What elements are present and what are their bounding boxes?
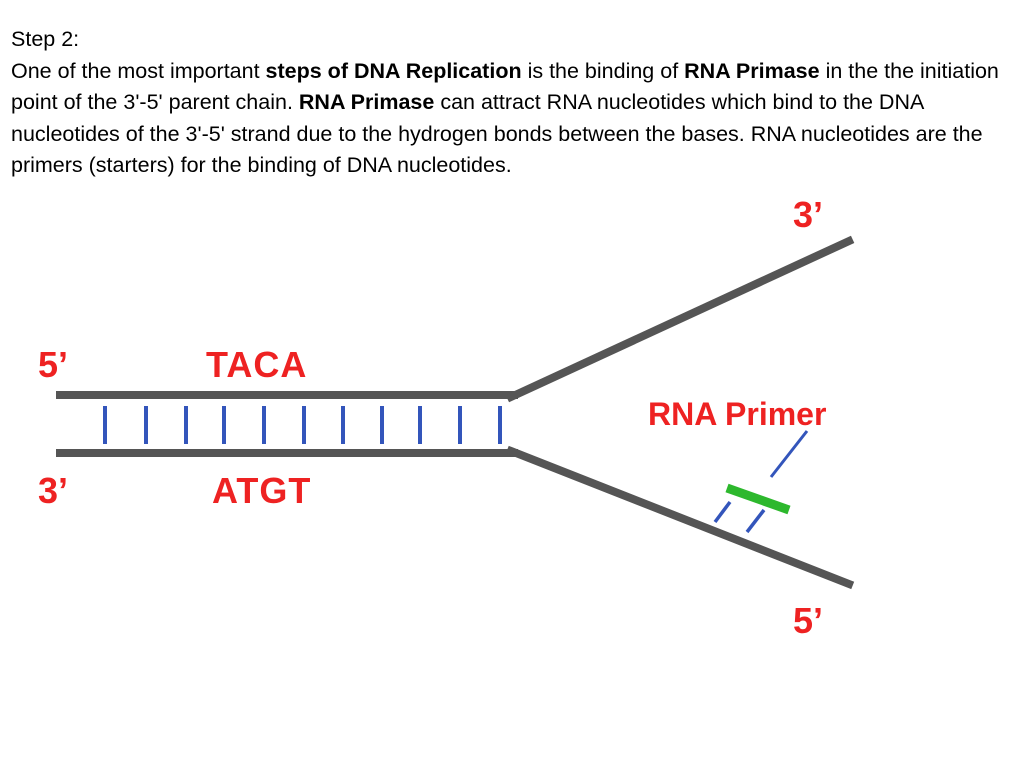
bold-rna-primase: RNA Primase xyxy=(298,90,435,114)
description-paragraph: One of the most important steps of DNA R… xyxy=(11,56,1016,182)
label-top-sequence: TACA xyxy=(206,344,307,385)
primer-bond-1 xyxy=(713,500,732,524)
diagram-labels: 5’ 3’ 3’ 5’ TACA ATGT RNA Primer xyxy=(38,194,826,641)
label-5-prime-top-left: 5’ xyxy=(38,344,68,385)
bold-steps-of-dna-replication: steps of DNA Replication xyxy=(265,58,522,83)
label-bottom-sequence: ATGT xyxy=(212,470,311,511)
bold-rna-primase: RNA Primase xyxy=(684,58,820,83)
text-run: is the binding of xyxy=(521,58,685,83)
rna-primer xyxy=(713,430,809,534)
label-rna-primer: RNA Primer xyxy=(648,396,826,432)
text-run: One of the most important xyxy=(11,58,266,83)
description-text: Step 2: One of the most important steps … xyxy=(11,24,1016,182)
top-fork-arm xyxy=(505,235,855,403)
text-run: can attract RNA nucleotides which bind t… xyxy=(11,90,983,177)
bottom-fork-arm xyxy=(505,445,855,590)
text-run: in the the initiation point of the 3'-5'… xyxy=(11,58,999,115)
primer-pointer-line xyxy=(769,430,809,478)
step-heading: Step 2: xyxy=(11,27,80,51)
primer-segment xyxy=(725,483,791,515)
dna-strands xyxy=(56,235,855,590)
primer-bond-2 xyxy=(745,508,766,534)
label-5-prime-fork-bottom: 5’ xyxy=(793,600,823,641)
label-3-prime-fork-top: 3’ xyxy=(793,194,823,235)
base-pairs xyxy=(103,406,502,444)
label-3-prime-bottom-left: 3’ xyxy=(38,470,68,511)
